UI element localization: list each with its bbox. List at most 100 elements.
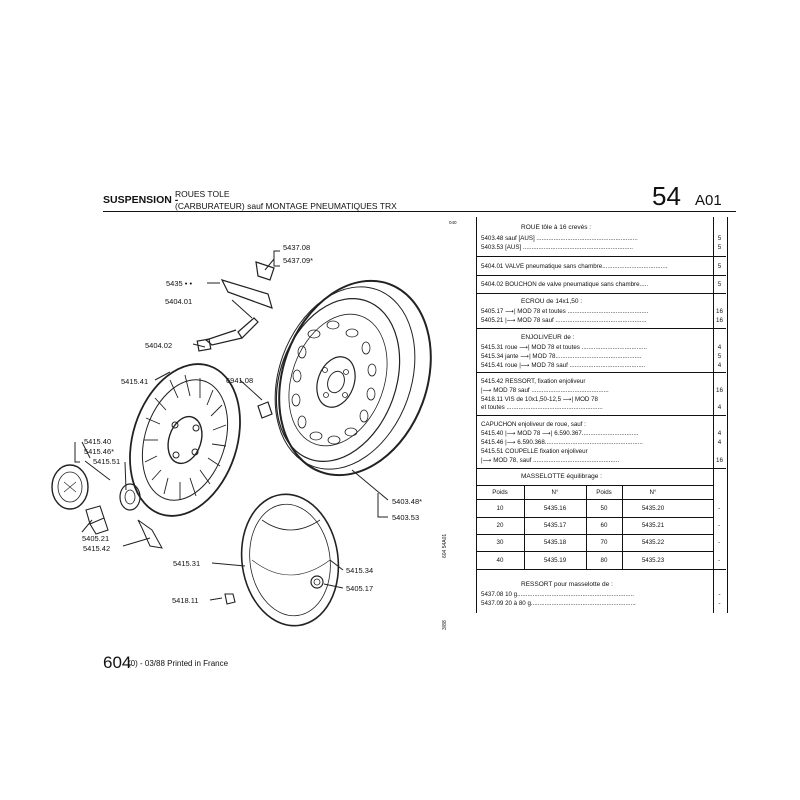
part-qty: 5 xyxy=(717,244,722,251)
callout-5415-31: 5415.31 xyxy=(173,559,201,568)
part-row: 5415.51 COUPELLE fixation enjoliveur xyxy=(481,448,588,455)
masselotte-cell: 5435.22 xyxy=(641,539,665,546)
part-row: et toutes ..............................… xyxy=(481,404,603,411)
part-row: 5415.46 |⟶ 6.590.368....................… xyxy=(481,439,643,446)
section-subtitle-1: ROUES TOLE xyxy=(175,189,230,199)
part-qty: 16 xyxy=(716,457,723,464)
callout-5415-46: 5415.46* xyxy=(84,447,115,456)
masselotte-cell: 5435.17 xyxy=(543,522,567,529)
heading-ressort: RESSORT pour masselotte de : xyxy=(521,581,613,588)
part-qty: 16 xyxy=(716,317,723,324)
part-qty: - xyxy=(718,600,721,607)
masselotte-cell: 5435.20 xyxy=(641,505,665,512)
row-separator xyxy=(476,372,726,373)
heading-ecrou: ECROU de 14x1,50 : xyxy=(521,298,583,305)
footer-text: (0) - 03/88 Printed in France xyxy=(128,659,229,668)
row-separator xyxy=(476,275,726,276)
row-separator xyxy=(476,468,726,469)
part-row: CAPUCHON enjoliveur de roue, sauf : xyxy=(481,421,586,428)
section-title: SUSPENSION - xyxy=(103,194,179,206)
part-row: 5403.48 sauf [AUS] .....................… xyxy=(481,235,638,242)
masselotte-header: Poids xyxy=(492,489,508,496)
masselotte-header: N° xyxy=(649,489,657,496)
row-separator xyxy=(476,256,726,257)
part-row: 5405.21 |⟶ MOD 78 sauf .................… xyxy=(481,317,647,324)
page-code: A01 xyxy=(695,192,722,209)
part-row: 5415.31 roue ⟶| MOD 78 et toutes .......… xyxy=(481,344,647,351)
balance-weight-icon xyxy=(220,261,275,419)
part-qty: 4 xyxy=(717,439,722,446)
part-row: 5415.42 RESSORT, fixation enjoliveur xyxy=(481,378,586,385)
heading-enjoliveur: ENJOLIVEUR de : xyxy=(521,334,575,341)
masselotte-cell: 30 xyxy=(496,539,504,546)
masselotte-cell: 10 xyxy=(496,505,504,512)
part-row: |⟶ MOD 78, sauf ........................… xyxy=(481,457,620,464)
callout-5415-41: 5415.41 xyxy=(121,377,149,386)
part-row: 5404.02 BOUCHON de valve pneumatique san… xyxy=(481,281,649,288)
tyre-wheel-icon xyxy=(274,279,432,477)
part-row: 5415.40 |⟶ MOD 78 ⟶| 6.590.367..........… xyxy=(481,430,639,437)
part-qty: 5 xyxy=(717,353,722,360)
wheel-trim-icon xyxy=(129,363,241,517)
row-separator xyxy=(476,293,726,294)
masselotte-header: Poids xyxy=(596,489,612,496)
part-row: 5415.34 jante ⟶| MOD 78.................… xyxy=(481,353,642,360)
page-number: 54 xyxy=(652,181,681,211)
callout-5437-09: 5437.09* xyxy=(283,256,314,265)
masselotte-cell: 5435.23 xyxy=(641,557,665,564)
part-qty: 5 xyxy=(717,281,722,288)
part-qty: 16 xyxy=(716,308,723,315)
header-rule xyxy=(103,211,736,212)
part-row: |⟶ MOD 78 sauf .........................… xyxy=(481,387,609,394)
masselotte-cell: 5435.16 xyxy=(543,505,567,512)
masselotte-qty: - xyxy=(717,505,721,512)
callout-5415-51: 5415.51 xyxy=(93,457,121,466)
callout-5415-34: 5415.34 xyxy=(346,566,374,575)
masselotte-cell: 5435.21 xyxy=(641,522,665,529)
wheel-nut-icon xyxy=(85,505,236,605)
part-qty: 5 xyxy=(717,263,722,270)
masselotte-cell: 70 xyxy=(600,539,608,546)
callout-5415-42: 5415.42 xyxy=(83,544,111,553)
masselotte-qty: - xyxy=(717,557,721,564)
part-row: 5415.41 roue |⟶ MOD 78 sauf ............… xyxy=(481,362,646,369)
part-qty: 4 xyxy=(717,344,722,351)
masselotte-qty: - xyxy=(717,539,721,546)
callout-5405-17: 5405.17 xyxy=(346,584,374,593)
part-row: 5437.08 10 g............................… xyxy=(481,591,635,598)
masselotte-header: N° xyxy=(551,489,559,496)
heading-roue: ROUE tôle à 16 crevés : xyxy=(521,224,592,231)
callout-5405-21: 5405.21 xyxy=(82,534,110,543)
callout-5403-53: 5403.53 xyxy=(392,513,420,522)
masselotte-cell: 5435.18 xyxy=(543,539,567,546)
callout-5404-02: 5404.02 xyxy=(145,341,173,350)
masselotte-cell: 5435.19 xyxy=(543,557,567,564)
valve-icon xyxy=(196,317,259,352)
callout-5418-11: 5418.11 xyxy=(172,596,199,605)
row-separator xyxy=(476,415,726,416)
callout-5403-48: 5403.48* xyxy=(392,497,423,506)
masselotte-cell: 60 xyxy=(600,522,608,529)
callout-5415-40: 5415.40 xyxy=(84,437,112,446)
masselotte-qty: - xyxy=(717,522,721,529)
part-qty: 4 xyxy=(717,430,722,437)
part-qty: 4 xyxy=(717,404,722,411)
side-code-top: 040 xyxy=(449,220,457,225)
masselotte-grid: Poids N° Poids N° 10 5435.16 50 5435.20 … xyxy=(476,485,726,570)
spring-clip-icon xyxy=(137,519,163,549)
part-row: 5404.01 VALVE pneumatique sans chambre..… xyxy=(481,263,668,270)
masselotte-cell: 40 xyxy=(496,557,504,564)
part-qty: - xyxy=(718,591,721,598)
part-row: 5405.17 ⟶| MOD 78 et toutes ............… xyxy=(481,308,649,315)
masselotte-cell: 20 xyxy=(496,522,504,529)
callout-5437-08: 5437.08 xyxy=(283,243,311,252)
heading-masselotte: MASSELOTTE équilibrage : xyxy=(521,473,602,480)
part-row: 5437.09 20 à 80 g.......................… xyxy=(481,600,636,607)
row-separator xyxy=(476,328,726,329)
section-subtitle-2: (CARBURATEUR) sauf MONTAGE PNEUMATIQUES … xyxy=(175,201,397,211)
callout-6941-08: 6941.08 xyxy=(226,376,254,385)
part-row: 5403.53 [AUS] ..........................… xyxy=(481,244,633,251)
masselotte-cell: 50 xyxy=(600,505,608,512)
centre-cap-icon xyxy=(51,464,141,511)
